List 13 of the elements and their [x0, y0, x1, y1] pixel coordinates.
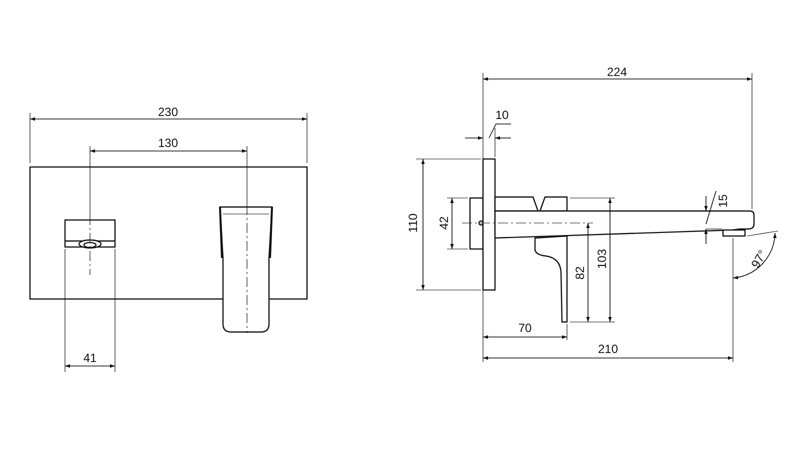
dimension-value: 82	[574, 266, 586, 280]
dimension-value: 15	[717, 194, 729, 208]
dimension-value: 210	[598, 343, 618, 355]
dimension-value: 97°	[749, 248, 769, 270]
dimension-value: 42	[438, 216, 450, 230]
dimension-value: 224	[606, 66, 628, 78]
dimension-value: 70	[518, 322, 532, 334]
dimension-value: 130	[158, 137, 178, 149]
dimension-value: 230	[158, 106, 178, 118]
dimension-value: 41	[83, 352, 97, 364]
dimension-value: 10	[495, 109, 509, 121]
dimension-value: 103	[596, 248, 608, 270]
dimension-value: 110	[407, 213, 419, 233]
